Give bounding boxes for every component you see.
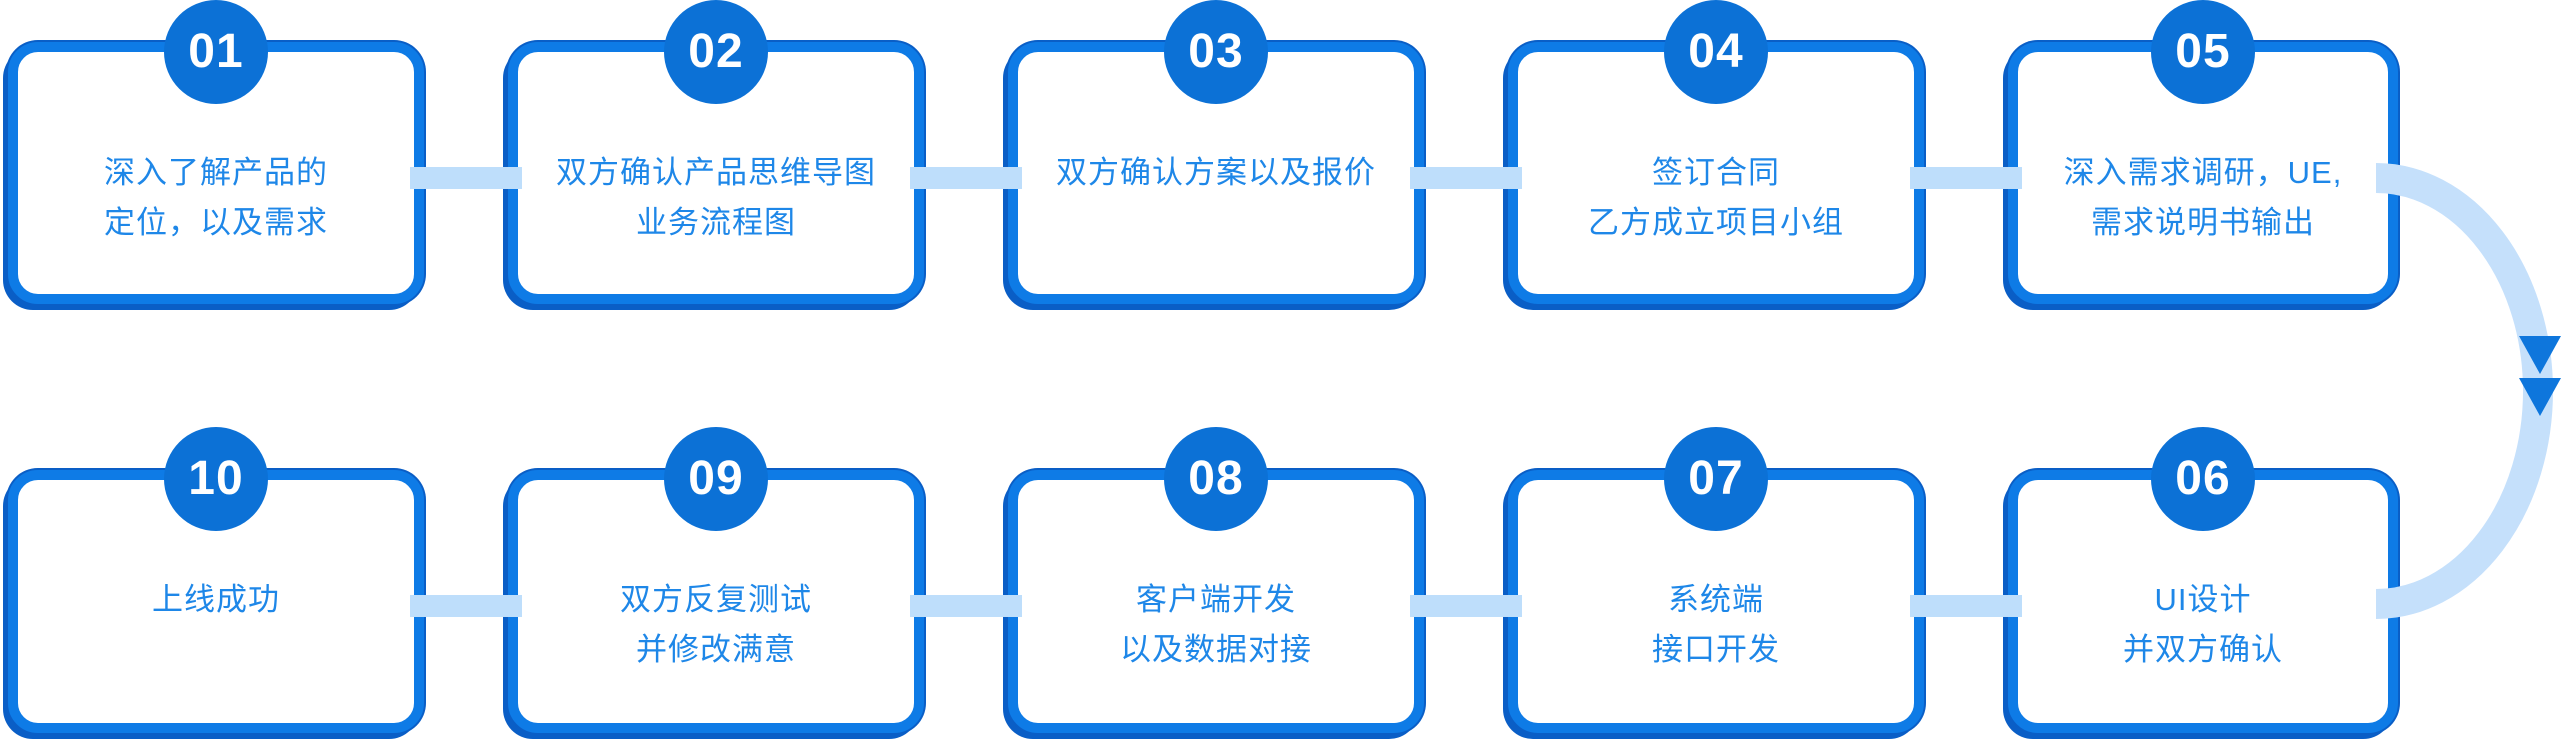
step-text-line: 系统端 (1668, 582, 1764, 617)
connector-04-05 (1910, 167, 2022, 189)
connector-07-08 (1410, 595, 1522, 617)
step-number: 07 (1688, 452, 1744, 505)
step-text-line: 需求说明书输出 (2091, 205, 2315, 240)
step-10: 上线成功 10 (8, 427, 424, 733)
step-number-badge: 02 (664, 0, 768, 104)
step-08: 客户端开发 以及数据对接 08 (1008, 427, 1424, 733)
step-text-line: 签订合同 (1652, 155, 1780, 190)
connector-01-02 (410, 167, 522, 189)
step-text-line: 业务流程图 (636, 205, 796, 240)
step-text-line: 接口开发 (1652, 632, 1780, 667)
step-08-text: 客户端开发 以及数据对接 (1008, 575, 1424, 675)
connector-03-04 (1410, 167, 1522, 189)
step-03-text: 双方确认方案以及报价 (1008, 148, 1424, 198)
step-number: 10 (188, 452, 244, 505)
step-04-text: 签订合同 乙方成立项目小组 (1508, 148, 1924, 248)
step-number: 03 (1188, 25, 1244, 78)
step-number-badge: 03 (1164, 0, 1268, 104)
step-number: 09 (688, 452, 744, 505)
step-number: 04 (1688, 25, 1744, 78)
step-09-text: 双方反复测试 并修改满意 (508, 575, 924, 675)
step-number-badge: 01 (164, 0, 268, 104)
step-text-line: 客户端开发 (1136, 582, 1296, 617)
step-01: 深入了解产品的 定位，以及需求 01 (8, 0, 424, 304)
step-text-line: 定位，以及需求 (104, 205, 328, 240)
step-text-line: 并双方确认 (2123, 632, 2283, 667)
step-05-text: 深入需求调研，UE, 需求说明书输出 (2008, 148, 2398, 248)
connector-06-07 (1910, 595, 2022, 617)
arrow-down-icon (2519, 336, 2561, 374)
step-09: 双方反复测试 并修改满意 09 (508, 427, 924, 733)
step-04: 签订合同 乙方成立项目小组 04 (1508, 0, 1924, 304)
step-03: 双方确认方案以及报价 03 (1008, 0, 1424, 304)
step-05: 深入需求调研，UE, 需求说明书输出 05 (2008, 0, 2398, 304)
step-number: 08 (1188, 452, 1244, 505)
step-02: 双方确认产品思维导图 业务流程图 02 (508, 0, 924, 304)
step-01-text: 深入了解产品的 定位，以及需求 (8, 148, 424, 248)
connector-09-10 (410, 595, 522, 617)
step-text-line: 深入了解产品的 (104, 155, 328, 190)
step-text-line: 上线成功 (152, 582, 280, 617)
step-number: 01 (188, 25, 244, 78)
step-06: UI设计 并双方确认 06 (2008, 427, 2398, 733)
loop-arc-path (2375, 163, 2553, 619)
step-number-badge: 07 (1664, 427, 1768, 531)
step-text-line: 双方反复测试 (620, 582, 812, 617)
step-number-badge: 09 (664, 427, 768, 531)
step-number: 02 (688, 25, 744, 78)
step-text-line: 双方确认产品思维导图 (556, 155, 876, 190)
step-number-badge: 04 (1664, 0, 1768, 104)
step-02-text: 双方确认产品思维导图 业务流程图 (508, 148, 924, 248)
step-number: 06 (2175, 452, 2231, 505)
step-06-text: UI设计 并双方确认 (2008, 575, 2398, 675)
step-number-badge: 08 (1164, 427, 1268, 531)
arrow-down-icon (2519, 378, 2561, 416)
step-number-badge: 10 (164, 427, 268, 531)
step-10-text: 上线成功 (8, 575, 424, 625)
step-text-line: 并修改满意 (636, 632, 796, 667)
connector-08-09 (910, 595, 1022, 617)
step-number: 05 (2175, 25, 2231, 78)
step-text-line: 以及数据对接 (1120, 632, 1312, 667)
step-text-line: UI设计 (2154, 582, 2252, 617)
step-text-line: 乙方成立项目小组 (1588, 205, 1844, 240)
step-07-text: 系统端 接口开发 (1508, 575, 1924, 675)
step-text-line: 双方确认方案以及报价 (1056, 155, 1376, 190)
connector-02-03 (910, 167, 1022, 189)
step-text-line: 深入需求调研，UE, (2063, 155, 2343, 190)
step-07: 系统端 接口开发 07 (1508, 427, 1924, 733)
step-number-badge: 05 (2151, 0, 2255, 104)
step-number-badge: 06 (2151, 427, 2255, 531)
